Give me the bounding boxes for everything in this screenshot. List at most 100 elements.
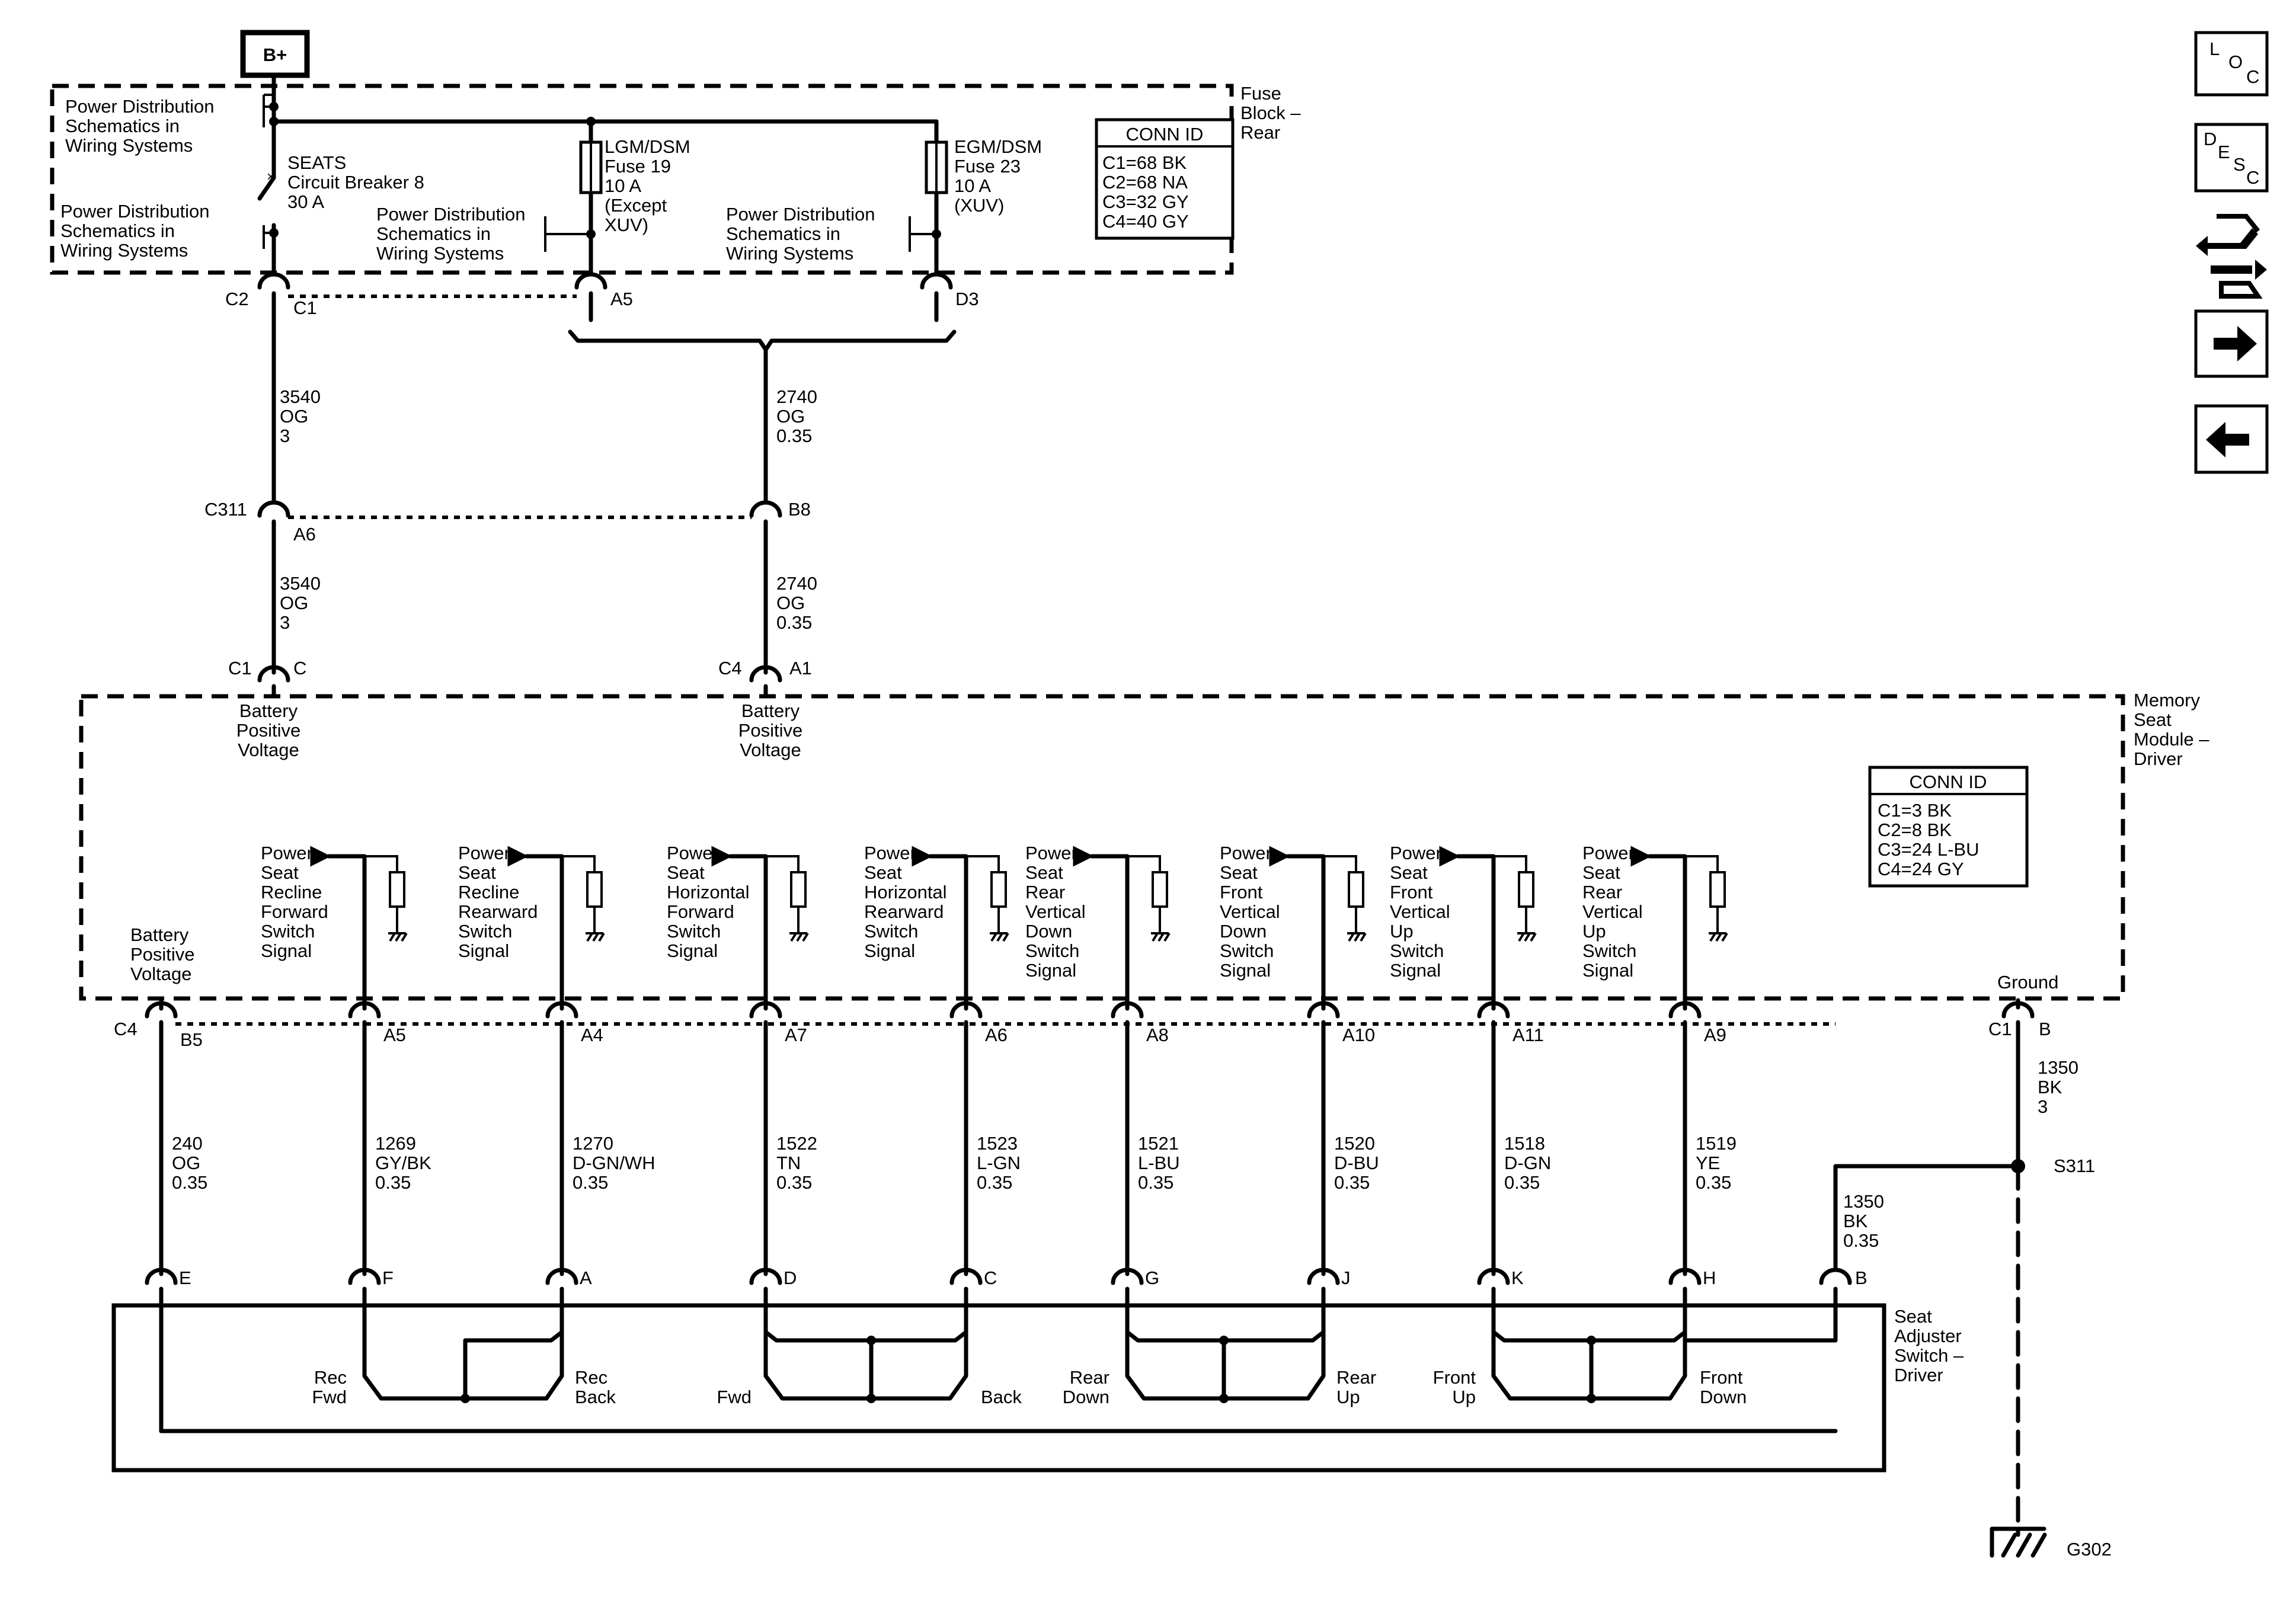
switch-pin-label: A	[580, 1267, 592, 1288]
pullup-wire-3	[966, 855, 1000, 872]
switch-pin-label: J	[1341, 1267, 1351, 1288]
switch-pin-label: E	[179, 1267, 191, 1288]
svg-text:B8: B8	[788, 499, 811, 520]
signal-ground-icon	[1151, 907, 1171, 942]
switch-pin-7	[1477, 1267, 1510, 1285]
svg-text:B: B	[1855, 1267, 1868, 1288]
fuse-block-connectors: C2 C1 A5 D3	[225, 272, 979, 352]
signal-wire-3	[912, 846, 968, 1004]
module-pin-label: A5	[383, 1025, 406, 1045]
switch-pin-4	[949, 1267, 983, 1285]
svg-text:CONN ID: CONN ID	[1126, 124, 1204, 145]
svg-text:C1: C1	[1988, 1019, 2012, 1039]
label-fwd: Fwd	[717, 1387, 752, 1407]
svg-text:C: C	[2246, 66, 2259, 87]
module-pin-label: A8	[1146, 1025, 1169, 1045]
connector-view-icon[interactable]	[2196, 214, 2267, 299]
svg-text:A5: A5	[610, 289, 633, 309]
loc-button[interactable]: L O C	[2194, 31, 2269, 97]
module-pin-label: A11	[1512, 1025, 1544, 1045]
signal-wire-4	[1073, 846, 1130, 1004]
pullup-wire-1	[562, 855, 596, 872]
pullup-resistor-icon	[1518, 871, 1534, 908]
pullup-resistor-icon	[389, 871, 405, 908]
desc-button[interactable]: D E S C	[2194, 123, 2269, 193]
svg-text:C: C	[2246, 167, 2259, 188]
pullup-resistor-icon	[1348, 871, 1364, 908]
switch-pin-1	[348, 1267, 381, 1285]
signal-wire-5	[1269, 846, 1326, 1004]
svg-text:C311: C311	[204, 499, 247, 520]
previous-arrow-icon[interactable]	[2194, 404, 2269, 474]
switch-internal-wiring	[159, 1286, 1838, 1433]
ground-symbol-icon	[1990, 1526, 2047, 1558]
switch-pin-6	[1307, 1267, 1340, 1285]
signal-ground-icon	[1709, 907, 1728, 942]
pullup-resistor-icon	[1152, 871, 1168, 908]
svg-text:CONN ID: CONN ID	[1910, 772, 1987, 792]
pullup-wire-5	[1323, 855, 1357, 872]
pullup-wire-6	[1494, 855, 1527, 872]
signal-ground-icon	[586, 907, 605, 942]
switch-pin-5	[1111, 1267, 1144, 1285]
ground-g302: G302	[2067, 1539, 2112, 1560]
signal-ground-icon	[990, 907, 1009, 942]
module-pin-label: A10	[1342, 1025, 1375, 1045]
svg-text:B+: B+	[263, 44, 287, 65]
pullup-resistor-icon	[1709, 871, 1726, 908]
signal-wire-6	[1439, 846, 1496, 1004]
svg-text:D: D	[2204, 129, 2217, 149]
switch-pin-label: C	[984, 1267, 997, 1288]
switch-pin-3	[749, 1267, 782, 1285]
svg-text:C4: C4	[718, 658, 742, 678]
svg-text:B: B	[2039, 1019, 2051, 1039]
module-bottom-conn-label: C4	[114, 1019, 137, 1039]
ground-label: Ground	[1997, 972, 2058, 993]
battery-positive-box: B+	[240, 30, 310, 78]
svg-text:E: E	[2218, 142, 2230, 162]
svg-text:L: L	[2209, 39, 2220, 59]
signal-wire-1	[507, 846, 564, 1004]
next-arrow-icon[interactable]	[2194, 309, 2269, 378]
svg-text:C1: C1	[228, 658, 252, 678]
module-pin-label: A6	[985, 1025, 1008, 1045]
signal-ground-icon	[1517, 907, 1537, 942]
svg-text:A6: A6	[293, 524, 316, 545]
signal-ground-icon	[789, 907, 809, 942]
svg-text:×: ×	[267, 169, 275, 185]
